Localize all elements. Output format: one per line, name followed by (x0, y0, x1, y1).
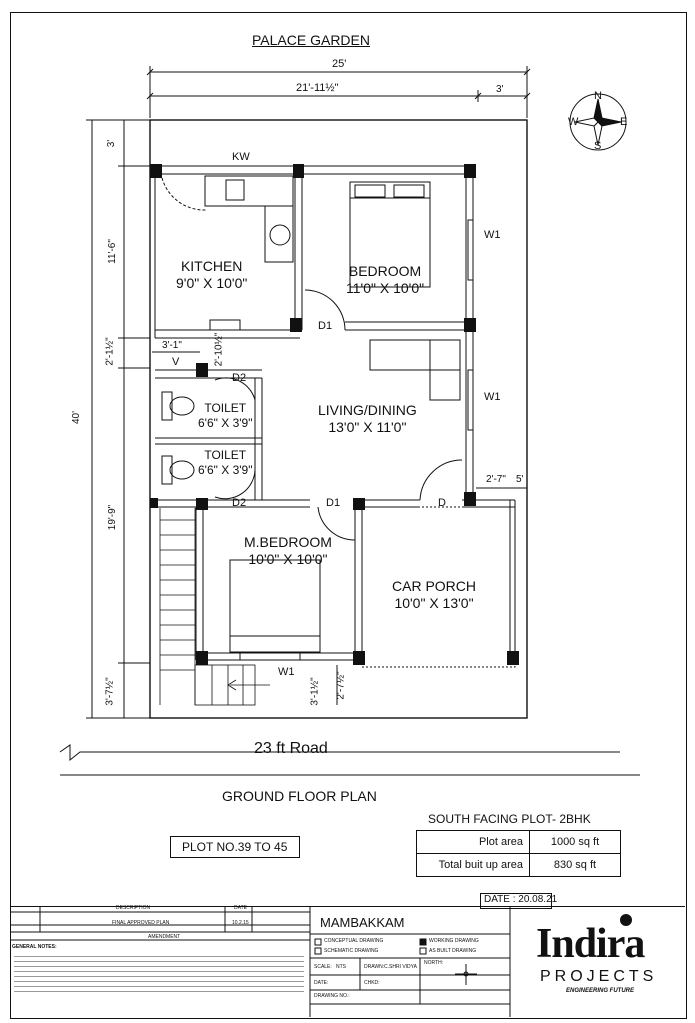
dim-2-7: 2'-7" (486, 474, 506, 485)
brand-sub: PROJECTS (540, 968, 658, 985)
label-d2-b: D2 (232, 497, 247, 509)
tb-working: WORKING DRAWING (429, 938, 479, 944)
label-kw: KW (232, 151, 250, 163)
tb-scale-val: NTS (336, 964, 346, 970)
table-cell: 1000 sq ft (529, 830, 621, 854)
plot-no: PLOT NO.39 TO 45 (182, 840, 288, 854)
tb-row1-date: 10.2.15 (232, 920, 249, 926)
tb-amendment: AMENDMENT (148, 934, 181, 940)
table-cell: Total buit up area (416, 853, 530, 877)
tb-general-notes: GENERAL NOTES: (12, 944, 57, 950)
room-mbedroom-size: 10'0" X 10'0" (248, 551, 328, 567)
plot-no-box (170, 836, 300, 858)
brand-tag: ENGINEERING FUTURE (566, 988, 635, 994)
room-living: LIVING/DINING 13'0" X 11'0" (318, 402, 417, 436)
plan-title: GROUND FLOOR PLAN (222, 788, 377, 804)
room-toilet-1-name: TOILET (204, 401, 247, 415)
tb-drawn-val: C.SHRI VIDYA (384, 964, 417, 970)
label-v: V (172, 356, 180, 368)
room-kitchen-size: 9'0" X 10'0" (176, 275, 248, 291)
tb-description-hdr: DESCRIPTION (116, 905, 151, 911)
tb-schematic: SCHEMATIC DRAWING (324, 948, 379, 954)
table-cell: Plot area (416, 830, 530, 854)
tb-date-hdr: DATE (234, 905, 247, 911)
compass-w: W (568, 116, 579, 128)
room-bedroom: BEDROOM 11'0" X 10'0" (346, 263, 424, 297)
tb-scale-lbl: SCALE: (314, 964, 332, 970)
tb-location: MAMBAKKAM (320, 915, 405, 930)
room-carporch-size: 10'0" X 13'0" (394, 595, 474, 611)
dim-overall-width: 25' (332, 58, 347, 70)
tb-chkd-lbl: CHKD: (364, 980, 380, 986)
tb-as-built: AS BUILT DRAWING (429, 948, 477, 954)
area-table-heading: SOUTH FACING PLOT- 2BHK (428, 812, 591, 826)
project-title: PALACE GARDEN (252, 32, 370, 48)
tb-drawing-no-lbl: DRAWING NO.: (314, 993, 350, 999)
label-d: D (438, 497, 446, 509)
table-row: Total buit up area 830 sq ft (416, 853, 621, 877)
table-cell: 830 sq ft (529, 853, 621, 877)
floor-plan-drawing (59, 66, 640, 776)
road-label: 23 ft Road (254, 740, 328, 757)
room-toilet-2-name: TOILET (204, 448, 247, 462)
room-kitchen: KITCHEN 9'0" X 10'0" (176, 258, 247, 292)
brand-dot-icon (620, 914, 632, 926)
sheet-border (10, 12, 687, 1019)
label-d1-a: D1 (318, 320, 333, 332)
room-living-name: LIVING/DINING (318, 402, 417, 418)
room-mbedroom: M.BEDROOM 10'0" X 10'0" (244, 534, 332, 568)
brand-name: Indira (536, 921, 645, 967)
room-bedroom-size: 11'0" X 10'0" (346, 280, 425, 296)
title-block (10, 906, 685, 1018)
dim-left-width: 21'-11½" (296, 82, 339, 94)
room-carporch-name: CAR PORCH (392, 578, 477, 594)
compass-s: S (594, 140, 602, 152)
label-d2-a: D2 (232, 372, 247, 384)
label-w1-a: W1 (484, 229, 501, 241)
date: DATE : 20.08.21 (484, 894, 558, 905)
tb-notes-lines (14, 953, 304, 993)
dim-right-width: 3' (496, 84, 504, 95)
tb-north-lbl: NORTH: (424, 960, 444, 966)
table-row: Plot area 1000 sq ft (416, 830, 621, 854)
dim-5: 5' (516, 474, 524, 485)
room-toilet-1: TOILET 6'6" X 3'9" (198, 401, 252, 431)
area-table: Plot area 1000 sq ft Total buit up area … (416, 830, 621, 877)
room-toilet-2-size: 6'6" X 3'9" (198, 463, 253, 477)
label-d1-b: D1 (326, 497, 341, 509)
label-w1-b: W1 (484, 391, 501, 403)
room-kitchen-name: KITCHEN (180, 258, 243, 274)
room-carporch: CAR PORCH 10'0" X 13'0" (392, 578, 476, 612)
dim-3-1: 3'-1" (162, 340, 182, 351)
date-box (480, 893, 552, 909)
room-living-size: 13'0" X 11'0" (328, 419, 407, 435)
compass-e: E (620, 116, 628, 128)
room-bedroom-name: BEDROOM (348, 263, 422, 279)
room-mbedroom-name: M.BEDROOM (244, 534, 332, 550)
tb-date-lbl: DATE: (314, 980, 329, 986)
label-w1-c: W1 (278, 666, 295, 678)
compass-n: N (594, 90, 602, 102)
tb-drawn-lbl: DRAWN: (364, 964, 385, 970)
room-toilet-2: TOILET 6'6" X 3'9" (198, 448, 252, 478)
tb-row1-desc: FINAL APPROVED PLAN (112, 920, 170, 926)
tb-conceptual: CONCEPTUAL DRAWING (324, 938, 384, 944)
room-toilet-1-size: 6'6" X 3'9" (198, 416, 253, 430)
